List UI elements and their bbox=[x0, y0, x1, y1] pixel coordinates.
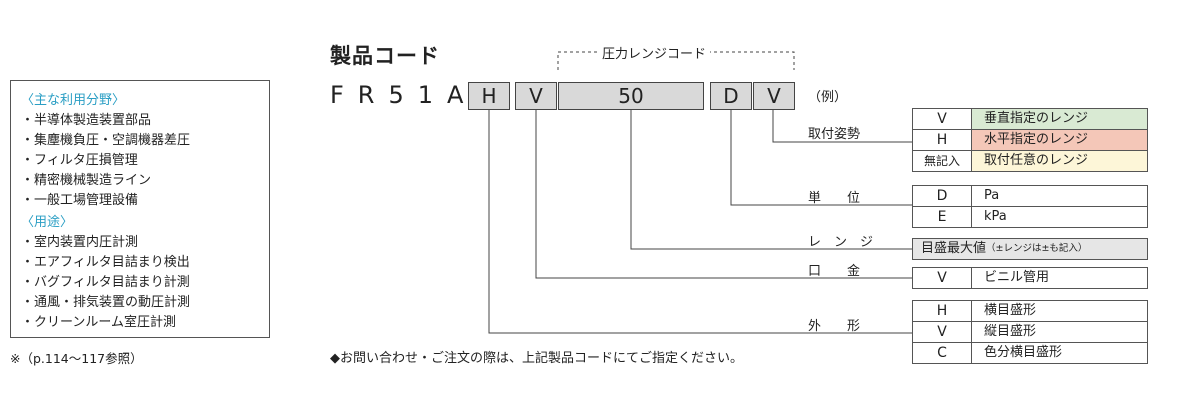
table-shape: H 横目盛形 V 縦目盛形 C 色分横目盛形 bbox=[912, 300, 1148, 364]
table-key: D bbox=[913, 186, 972, 206]
table-row: C 色分横目盛形 bbox=[912, 342, 1148, 364]
code-box-port: V bbox=[515, 82, 557, 110]
table-value: 縦目盛形 bbox=[984, 324, 1037, 339]
table-mounting: V 垂直指定のレンジ H 水平指定のレンジ 無記入 取付任意のレンジ bbox=[912, 108, 1148, 172]
table-value: 取付任意のレンジ bbox=[972, 151, 1147, 171]
example-note: （例） bbox=[808, 90, 848, 105]
code-box-shape: H bbox=[468, 82, 510, 110]
table-row: H 水平指定のレンジ bbox=[912, 129, 1148, 151]
list-item: ・一般工場管理設備 bbox=[21, 193, 139, 208]
list-item: ・エアフィルタ目詰まり検出 bbox=[21, 255, 190, 270]
table-row: E kPa bbox=[912, 206, 1148, 228]
line-range bbox=[630, 110, 912, 250]
table-row: V 縦目盛形 bbox=[912, 321, 1148, 343]
table-value: 色分横目盛形 bbox=[984, 345, 1063, 360]
table-row: D Pa bbox=[912, 185, 1148, 207]
table-range: 目盛最大値（±レンジは±も記入） bbox=[912, 238, 1148, 260]
list-item: ・クリーンルーム室圧計測 bbox=[21, 315, 176, 330]
label-range: レ ン ジ bbox=[808, 235, 874, 250]
order-footnote: ◆お問い合わせ・ご注文の際は、上記製品コードにてご指定ください。 bbox=[330, 351, 743, 366]
range-note: （±レンジは±も記入） bbox=[986, 243, 1088, 254]
table-key: V bbox=[913, 268, 972, 288]
table-key: H bbox=[913, 130, 972, 150]
table-row: V 垂直指定のレンジ bbox=[912, 108, 1148, 130]
table-value: Pa bbox=[984, 188, 1000, 203]
table-row: H 横目盛形 bbox=[912, 300, 1148, 322]
table-unit: D Pa E kPa bbox=[912, 185, 1148, 228]
table-row: V ビニル管用 bbox=[912, 267, 1148, 289]
code-box-range: 50 bbox=[558, 82, 704, 110]
list-item: ・室内装置内圧計測 bbox=[21, 235, 139, 250]
line-mounting bbox=[772, 110, 912, 143]
table-key: 無記入 bbox=[913, 151, 972, 171]
label-mounting: 取付姿勢 bbox=[808, 127, 861, 142]
table-key: H bbox=[913, 301, 972, 321]
table-value: 水平指定のレンジ bbox=[972, 130, 1147, 150]
table-key: V bbox=[913, 322, 972, 342]
table-port: V ビニル管用 bbox=[912, 267, 1148, 289]
code-box-unit: D bbox=[710, 82, 752, 110]
list-item: ・バグフィルタ目詰まり計測 bbox=[21, 275, 190, 290]
usage-category-fields: 〈主な利用分野〉 bbox=[21, 93, 126, 108]
table-key: E bbox=[913, 207, 972, 227]
list-item: ・通風・排気装置の動圧計測 bbox=[21, 295, 191, 310]
table-value: ビニル管用 bbox=[984, 270, 1050, 285]
range-code-label: 圧力レンジコード bbox=[598, 43, 711, 62]
table-value: 横目盛形 bbox=[984, 303, 1037, 318]
list-item: ・精密機械製造ライン bbox=[21, 173, 152, 188]
list-item: ・半導体製造装置部品 bbox=[21, 113, 152, 128]
label-unit: 単 位 bbox=[808, 191, 861, 206]
model-prefix: FR51A bbox=[330, 81, 478, 109]
line-unit bbox=[730, 110, 912, 206]
usage-box: 〈主な利用分野〉 ・半導体製造装置部品 ・集塵機負圧・空調機器差圧 ・フィルタ圧… bbox=[10, 80, 270, 338]
list-item: ・フィルタ圧損管理 bbox=[21, 153, 138, 168]
table-value: kPa bbox=[984, 209, 1007, 224]
range-bracket bbox=[557, 51, 795, 70]
table-key: V bbox=[913, 109, 972, 129]
page-title: 製品コード bbox=[330, 44, 440, 68]
range-text: 目盛最大値 bbox=[921, 241, 987, 256]
line-shape bbox=[488, 110, 912, 334]
table-row: 無記入 取付任意のレンジ bbox=[912, 150, 1148, 172]
list-item: ・集塵機負圧・空調機器差圧 bbox=[21, 133, 191, 148]
label-port: 口 金 bbox=[808, 264, 861, 279]
table-value: 垂直指定のレンジ bbox=[972, 109, 1147, 129]
table-key: C bbox=[913, 343, 972, 363]
reference-note: ※（p.114〜117参照） bbox=[10, 351, 143, 366]
line-port bbox=[535, 110, 912, 279]
label-shape: 外 形 bbox=[808, 319, 861, 334]
usage-category-uses: 〈用途〉 bbox=[21, 215, 74, 230]
code-box-mounting: V bbox=[753, 82, 795, 110]
